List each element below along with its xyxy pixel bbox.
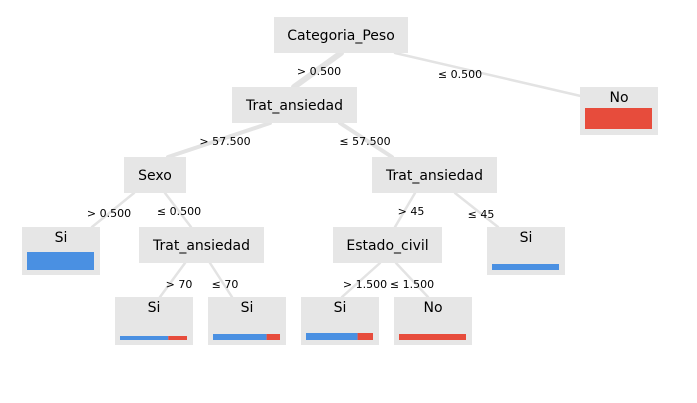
node-box bbox=[232, 87, 357, 123]
tree-edge bbox=[163, 191, 193, 229]
node-box bbox=[274, 17, 408, 53]
tree-edge bbox=[393, 191, 417, 229]
leaf-node: Si bbox=[301, 297, 379, 345]
class-bar-si bbox=[306, 333, 358, 340]
node-label: No bbox=[609, 90, 628, 106]
leaf-node: No bbox=[580, 87, 658, 135]
node-label: Sexo bbox=[138, 168, 172, 184]
class-bar-si bbox=[213, 334, 267, 340]
leaf-node: Si bbox=[115, 297, 193, 345]
edge-label: > 45 bbox=[398, 205, 425, 218]
node-label: No bbox=[423, 300, 442, 316]
leaf-node: Si bbox=[22, 227, 100, 275]
edge-label: > 0.500 bbox=[297, 65, 341, 78]
class-bar-no bbox=[357, 333, 373, 340]
class-bar-si bbox=[492, 264, 559, 270]
split-node: Estado_civil bbox=[333, 227, 442, 263]
tree-edge bbox=[158, 261, 187, 299]
split-node: Sexo bbox=[124, 157, 186, 193]
edge-label: > 0.500 bbox=[87, 207, 131, 220]
class-bar-no bbox=[399, 334, 466, 340]
class-bar-no bbox=[585, 108, 652, 129]
split-node: Categoria_Peso bbox=[274, 17, 408, 53]
node-label: Trat_ansiedad bbox=[385, 168, 483, 184]
node-box bbox=[124, 157, 186, 193]
class-bar-no bbox=[266, 334, 280, 340]
node-label: Estado_civil bbox=[346, 238, 428, 254]
edge-label: > 57.500 bbox=[199, 135, 250, 148]
tree-edge bbox=[208, 261, 234, 299]
node-label: Si bbox=[148, 300, 161, 316]
edge-label: ≤ 57.500 bbox=[339, 135, 390, 148]
edge-label: > 70 bbox=[166, 278, 193, 291]
node-label: Si bbox=[520, 230, 533, 246]
leaf-node: Si bbox=[208, 297, 286, 345]
tree-edge bbox=[338, 121, 394, 159]
tree-edges bbox=[90, 50, 587, 299]
node-box bbox=[333, 227, 442, 263]
edge-label: ≤ 0.500 bbox=[438, 68, 482, 81]
edge-label: ≤ 45 bbox=[468, 208, 495, 221]
tree-edge bbox=[90, 191, 136, 229]
node-label: Trat_ansiedad bbox=[152, 238, 250, 254]
tree-edge bbox=[394, 261, 430, 299]
edge-label: > 1.500 bbox=[343, 278, 387, 291]
tree-edge bbox=[291, 50, 344, 90]
node-box bbox=[372, 157, 497, 193]
node-label: Si bbox=[334, 300, 347, 316]
tree-edge bbox=[166, 121, 272, 159]
node-label: Si bbox=[55, 230, 68, 246]
node-box bbox=[139, 227, 264, 263]
class-bar-no bbox=[168, 336, 187, 340]
node-label: Categoria_Peso bbox=[287, 28, 395, 44]
split-node: Trat_ansiedad bbox=[139, 227, 264, 263]
node-label: Si bbox=[241, 300, 254, 316]
tree-edge bbox=[453, 191, 500, 229]
split-node: Trat_ansiedad bbox=[372, 157, 497, 193]
node-label: Trat_ansiedad bbox=[245, 98, 343, 114]
leaf-node: No bbox=[394, 297, 472, 345]
tree-edge-labels: > 0.500 ≤ 0.500 > 57.500 ≤ 57.500 > 0.500 ≤ 0… bbox=[87, 65, 494, 291]
tree-edge bbox=[393, 51, 587, 99]
split-node: Trat_ansiedad bbox=[232, 87, 357, 123]
class-bar-si bbox=[27, 252, 94, 270]
class-bar-si bbox=[120, 336, 169, 340]
edge-label: ≤ 1.500 bbox=[390, 278, 434, 291]
edge-label: ≤ 0.500 bbox=[157, 205, 201, 218]
edge-label: ≤ 70 bbox=[212, 278, 239, 291]
tree-edge bbox=[340, 261, 382, 299]
leaf-node: Si bbox=[487, 227, 565, 275]
